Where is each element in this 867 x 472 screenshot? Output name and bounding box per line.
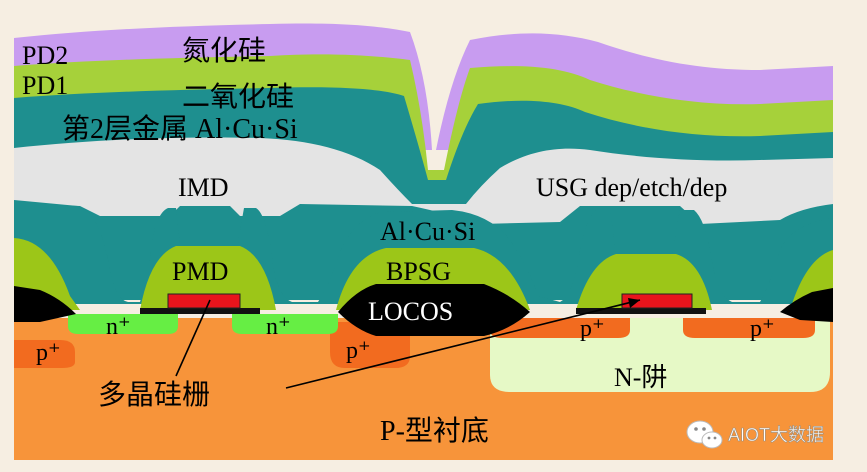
n-plus-left	[68, 314, 178, 334]
label-pplus-left: p⁺	[36, 340, 61, 366]
locos-center	[338, 284, 530, 336]
watermark: AIOT大数据	[686, 420, 824, 449]
label-poly-gate: 多晶硅栅	[98, 379, 210, 411]
locos-right	[780, 288, 833, 322]
watermark-text: AIOT大数据	[728, 425, 824, 445]
label-imd: IMD	[178, 173, 229, 202]
label-pd2: PD2	[22, 41, 68, 70]
p-plus-left	[14, 340, 75, 368]
poly-gate-right	[621, 293, 693, 309]
label-nplus-right: n⁺	[266, 314, 291, 340]
poly-gate-left	[167, 293, 241, 309]
gate-oxide-line	[140, 308, 260, 314]
n-plus-right	[232, 314, 338, 334]
label-substrate: P-型衬底	[380, 415, 489, 447]
locos-left	[14, 286, 76, 322]
label-nplus-left: n⁺	[106, 314, 131, 340]
label-nwell: N-阱	[614, 363, 667, 392]
label-pmd: PMD	[172, 257, 228, 286]
label-pplus-r1: p⁺	[580, 316, 605, 342]
label-metal2: 第2层金属 Al·Cu·Si	[62, 113, 298, 145]
gate-oxide-line-right	[576, 308, 706, 314]
label-pplus-r2: p⁺	[750, 316, 775, 342]
gate-pointer-arrowhead	[628, 298, 640, 308]
label-usg: USG dep/etch/dep	[536, 173, 727, 202]
label-pplus-mid: p⁺	[346, 338, 371, 364]
label-pd1: PD1	[22, 71, 68, 100]
p-plus-right2	[683, 318, 815, 338]
wechat-icon	[686, 420, 723, 449]
label-locos: LOCOS	[368, 297, 453, 326]
label-oxide: 二氧化硅	[182, 81, 294, 113]
label-nitride: 氮化硅	[182, 35, 266, 67]
label-bpsg: BPSG	[386, 257, 451, 286]
label-alcusi: Al·Cu·Si	[380, 217, 475, 246]
p-plus-right1	[490, 318, 630, 338]
imd-usg-layer	[14, 137, 833, 224]
gate-pointer-line-left	[175, 299, 211, 377]
gate-pointer-line-right	[285, 299, 641, 389]
